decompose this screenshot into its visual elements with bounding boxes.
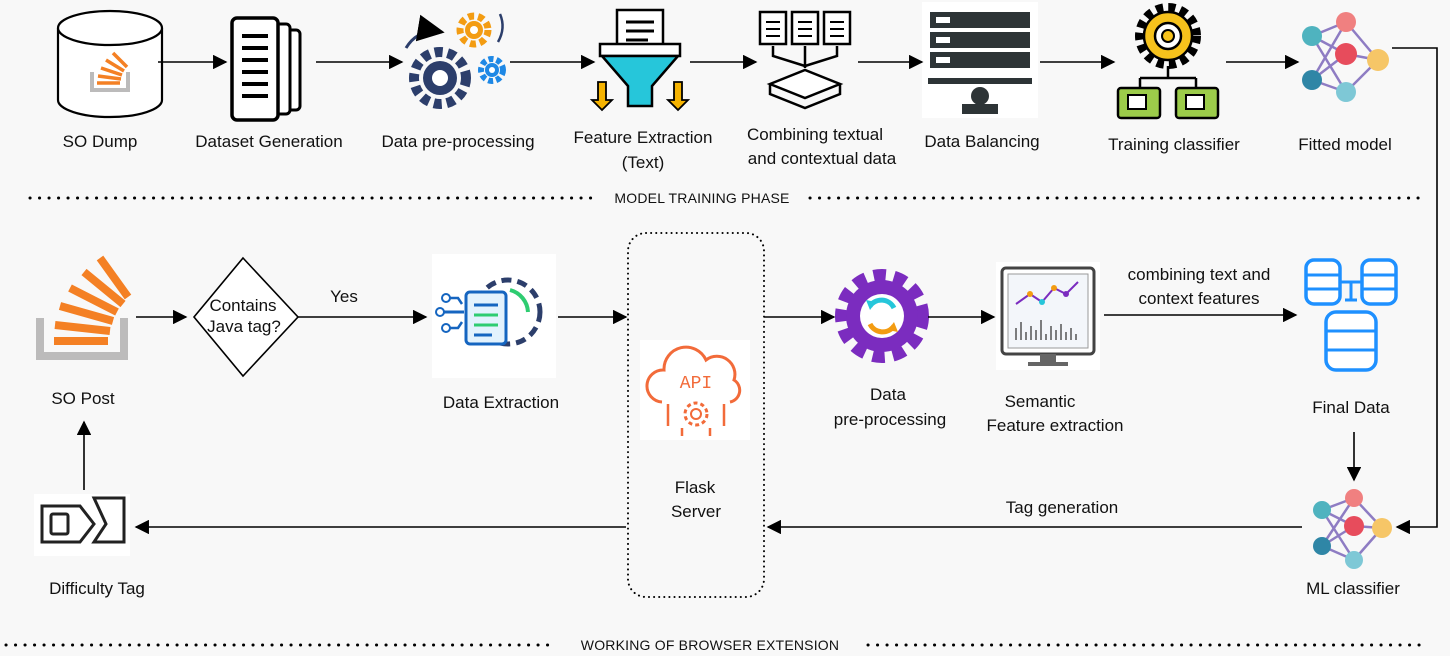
flask-label-1: Flask [675, 478, 716, 497]
flask-server-box: API Flask Server [627, 232, 765, 598]
tag-icon [34, 494, 130, 556]
document-stack-icon [230, 16, 302, 122]
server-balance-icon [922, 2, 1038, 118]
label-training-classifier: Training classifier [1108, 135, 1240, 154]
flask-label-2: Server [671, 502, 721, 521]
label-feature-extraction-2: (Text) [622, 153, 665, 172]
documents-merge-icon [758, 10, 852, 110]
label-so-post: SO Post [51, 389, 115, 408]
label-data-preprocessing-2a: Data [870, 385, 906, 404]
label-combining-1: Combining textual [747, 125, 883, 144]
label-combining-features-1: combining text and [1128, 265, 1271, 284]
api-text: API [680, 374, 712, 394]
database-icon [56, 9, 164, 119]
ml-classifier-icon [1313, 489, 1392, 569]
label-feature-extraction-1: Feature Extraction [574, 128, 713, 147]
phase-label-extension: WORKING OF BROWSER EXTENSION [581, 637, 839, 653]
label-dataset-generation: Dataset Generation [195, 132, 342, 151]
neural-network-icon [1302, 12, 1389, 102]
gear-network-icon [1116, 3, 1220, 120]
funnel-icon [589, 8, 691, 112]
monitor-chart-icon [996, 262, 1100, 370]
label-semantic-1: Semantic [1005, 392, 1076, 411]
label-final-data: Final Data [1312, 398, 1390, 417]
label-combining-2: and contextual data [748, 149, 897, 168]
label-data-extraction: Data Extraction [443, 393, 559, 412]
gears-icon [404, 12, 506, 109]
label-data-balancing: Data Balancing [924, 132, 1039, 151]
label-yes: Yes [330, 287, 358, 306]
decision-text-2: Java tag? [207, 317, 281, 336]
label-ml-classifier: ML classifier [1306, 579, 1400, 598]
databases-icon [1304, 258, 1398, 372]
label-so-dump: SO Dump [63, 132, 138, 151]
phase-label-training: MODEL TRAINING PHASE [614, 190, 789, 206]
label-combining-features-2: context features [1139, 289, 1260, 308]
purple-gear-icon [835, 269, 929, 363]
label-fitted-model: Fitted model [1298, 135, 1392, 154]
label-difficulty-tag: Difficulty Tag [49, 579, 145, 598]
label-semantic-2: Feature extraction [986, 416, 1123, 435]
decision-text-1: Contains [209, 296, 276, 315]
extension-arrows [76, 307, 1362, 535]
decision-diamond: Contains Java tag? [192, 256, 300, 378]
document-gear-icon [432, 254, 556, 378]
training-arrows [158, 47, 1438, 535]
api-cloud-icon: API [640, 340, 750, 440]
label-data-preprocessing: Data pre-processing [381, 132, 534, 151]
label-data-preprocessing-2b: pre-processing [834, 410, 946, 429]
stackoverflow-icon [36, 255, 132, 360]
label-tag-generation: Tag generation [1006, 498, 1118, 517]
stackoverflow-logo [90, 51, 130, 92]
phase-separator-extension: WORKING OF BROWSER EXTENSION [4, 637, 1422, 653]
phase-separator-training: MODEL TRAINING PHASE [28, 190, 1422, 206]
